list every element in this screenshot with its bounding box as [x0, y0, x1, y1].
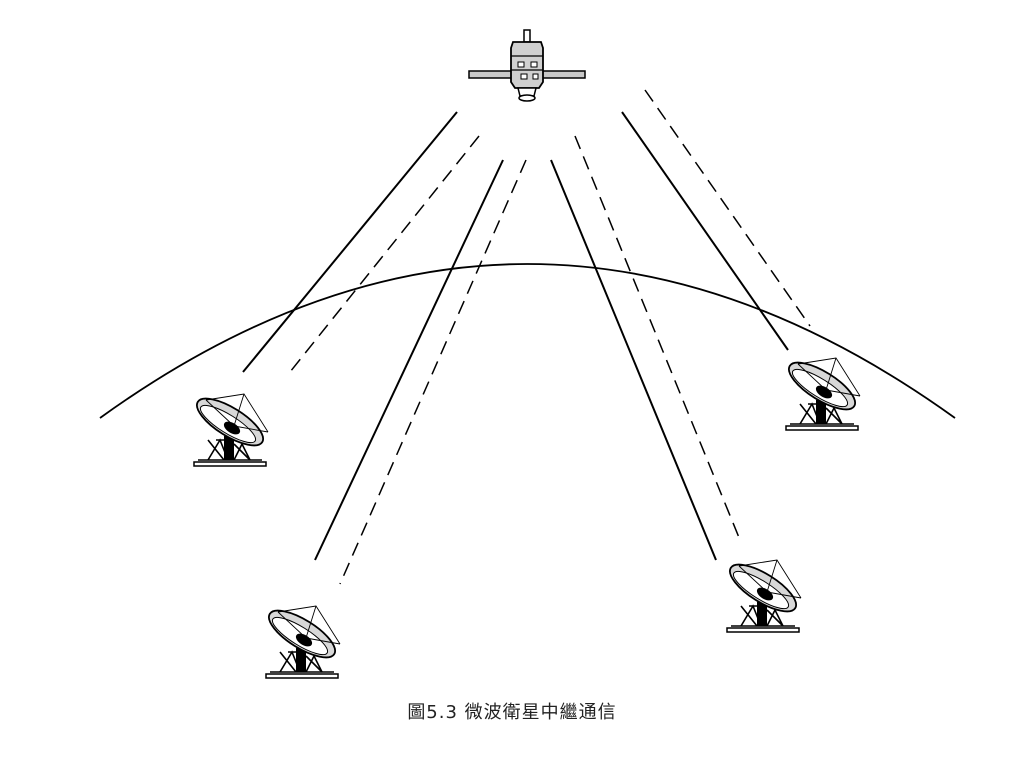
satellite-icon — [468, 29, 586, 102]
earth-curvature-arc — [99, 263, 956, 419]
downlink-dashed-lines — [289, 89, 811, 585]
satellite-dish-icon — [261, 601, 343, 679]
satellite-dish-icon — [189, 389, 271, 467]
uplink-lines — [242, 111, 789, 561]
satellite-dish-icon — [781, 353, 863, 431]
figure-caption: 圖5.3 微波衛星中繼通信 — [407, 702, 617, 723]
satellite-dish-icon — [722, 555, 804, 633]
figure-panel — [100, 30, 950, 680]
